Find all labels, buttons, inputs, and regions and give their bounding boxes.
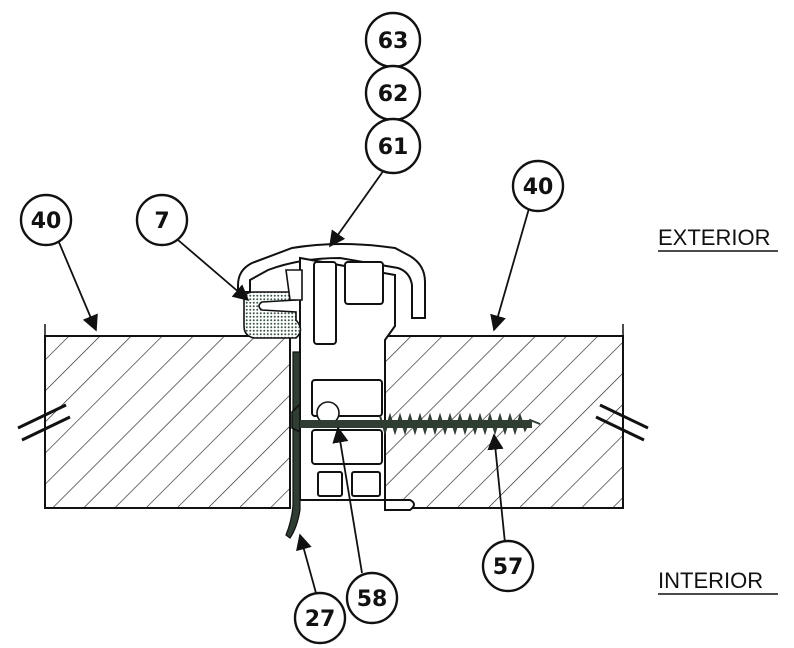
gasket-7 <box>243 291 302 339</box>
callout-61: 61 <box>364 117 422 175</box>
svg-text:7: 7 <box>154 209 169 234</box>
interior-label: INTERIOR <box>658 568 778 595</box>
svg-text:INTERIOR: INTERIOR <box>658 568 763 593</box>
leader-lines <box>57 169 531 594</box>
svg-text:40: 40 <box>31 209 62 234</box>
svg-text:27: 27 <box>305 607 336 632</box>
svg-text:40: 40 <box>523 175 554 200</box>
callout-57: 57 <box>481 539 535 593</box>
svg-text:58: 58 <box>357 587 388 612</box>
svg-text:62: 62 <box>378 82 409 107</box>
right-break-symbol <box>595 403 649 442</box>
svg-text:57: 57 <box>493 555 524 580</box>
screw-57 <box>300 412 541 436</box>
svg-text:EXTERIOR: EXTERIOR <box>658 225 770 250</box>
svg-text:61: 61 <box>378 135 409 160</box>
left-wall-panel <box>44 335 291 509</box>
callout-27: 27 <box>293 591 347 645</box>
callout-40-right: 40 <box>511 159 565 213</box>
callout-62: 62 <box>364 64 422 122</box>
callout-40-left: 40 <box>19 193 73 247</box>
callout-58: 58 <box>345 571 399 625</box>
left-break-symbol <box>17 403 71 442</box>
exterior-label: EXTERIOR <box>658 225 778 252</box>
svg-text:63: 63 <box>378 29 409 54</box>
screw-anchor-58 <box>291 401 340 434</box>
callout-7: 7 <box>135 193 189 247</box>
gasket-27 <box>285 351 301 539</box>
callout-63: 63 <box>364 11 422 69</box>
